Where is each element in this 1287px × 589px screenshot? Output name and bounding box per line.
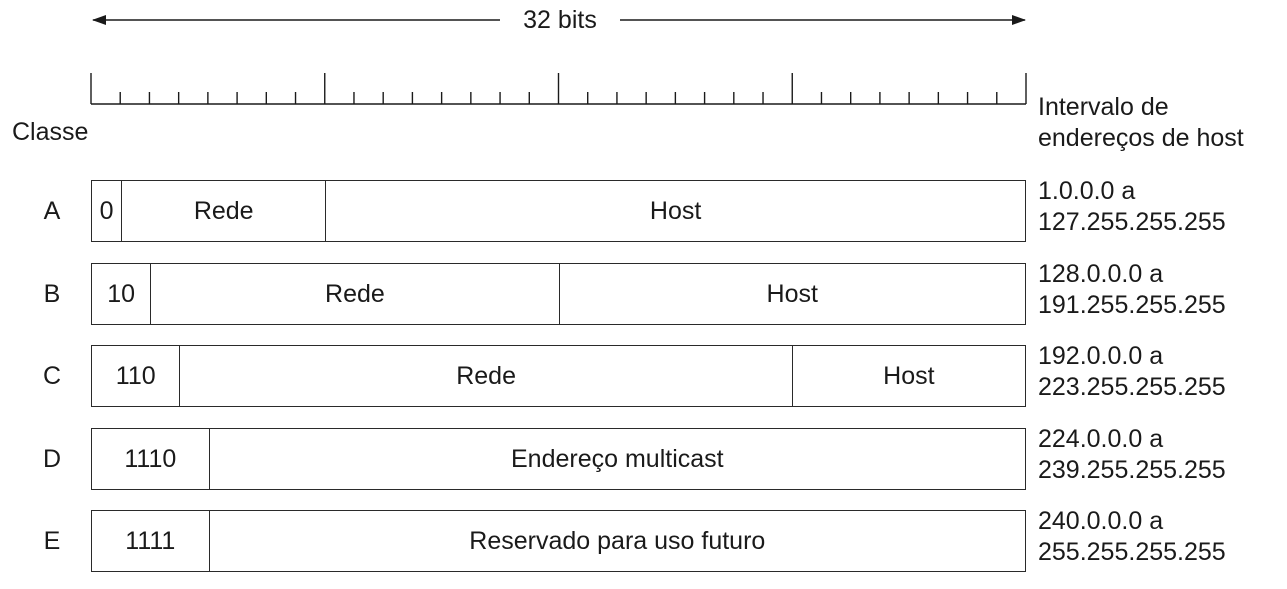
range-end: 239.255.255.255 [1038,456,1226,484]
classe-heading: Classe [12,118,89,146]
range-end: 127.255.255.255 [1038,208,1226,236]
range-start: 128.0.0.0 a [1038,260,1164,288]
host-range-e: 240.0.0.0 a 255.255.255.255 [1038,506,1226,568]
segment-prefix-bits: 1110 [124,444,177,473]
segment-prefix-bits: 1111 [125,526,176,555]
segment-rede: Rede [179,346,791,406]
class-letter-e: E [43,527,61,555]
host-range-a: 1.0.0.0 a 127.255.255.255 [1038,176,1226,238]
segment-host: Host [325,181,1025,241]
ruler-ticks [90,73,1027,105]
bits-width-label: 32 bits [500,4,620,36]
segment-host: Host [558,264,1026,324]
class-d-format: 1110 Endereço multicast [91,428,1026,490]
range-heading: Intervalo de endereços de host [1038,93,1244,152]
segment-host: Host [791,346,1025,406]
range-end: 223.255.255.255 [1038,373,1226,401]
range-end: 191.255.255.255 [1038,291,1226,319]
segment-prefix-bits: 110 [115,361,156,390]
segment-rede: Rede [121,181,325,241]
range-start: 240.0.0.0 a [1038,507,1164,535]
range-start: 1.0.0.0 a [1038,177,1136,205]
class-letter-c: C [42,362,62,390]
segment-rede: Rede [150,264,558,324]
class-letter-b: B [43,280,61,308]
host-range-c: 192.0.0.0 a 223.255.255.255 [1038,341,1226,403]
segment-endere-o-multicast: Endereço multicast [208,429,1025,489]
class-letter-a: A [43,197,61,225]
class-e-format: 1111 Reservado para uso futuro [91,510,1026,572]
host-range-d: 224.0.0.0 a 239.255.255.255 [1038,424,1226,486]
class-letter-d: D [42,445,62,473]
range-start: 192.0.0.0 a [1038,342,1164,370]
range-start: 224.0.0.0 a [1038,425,1164,453]
segment-prefix-bits: 10 [107,279,136,308]
host-range-b: 128.0.0.0 a 191.255.255.255 [1038,259,1226,321]
segment-prefix-bits: 0 [99,196,114,225]
segment-reservado-para-uso-futuro: Reservado para uso futuro [208,511,1025,571]
range-end: 255.255.255.255 [1038,538,1226,566]
